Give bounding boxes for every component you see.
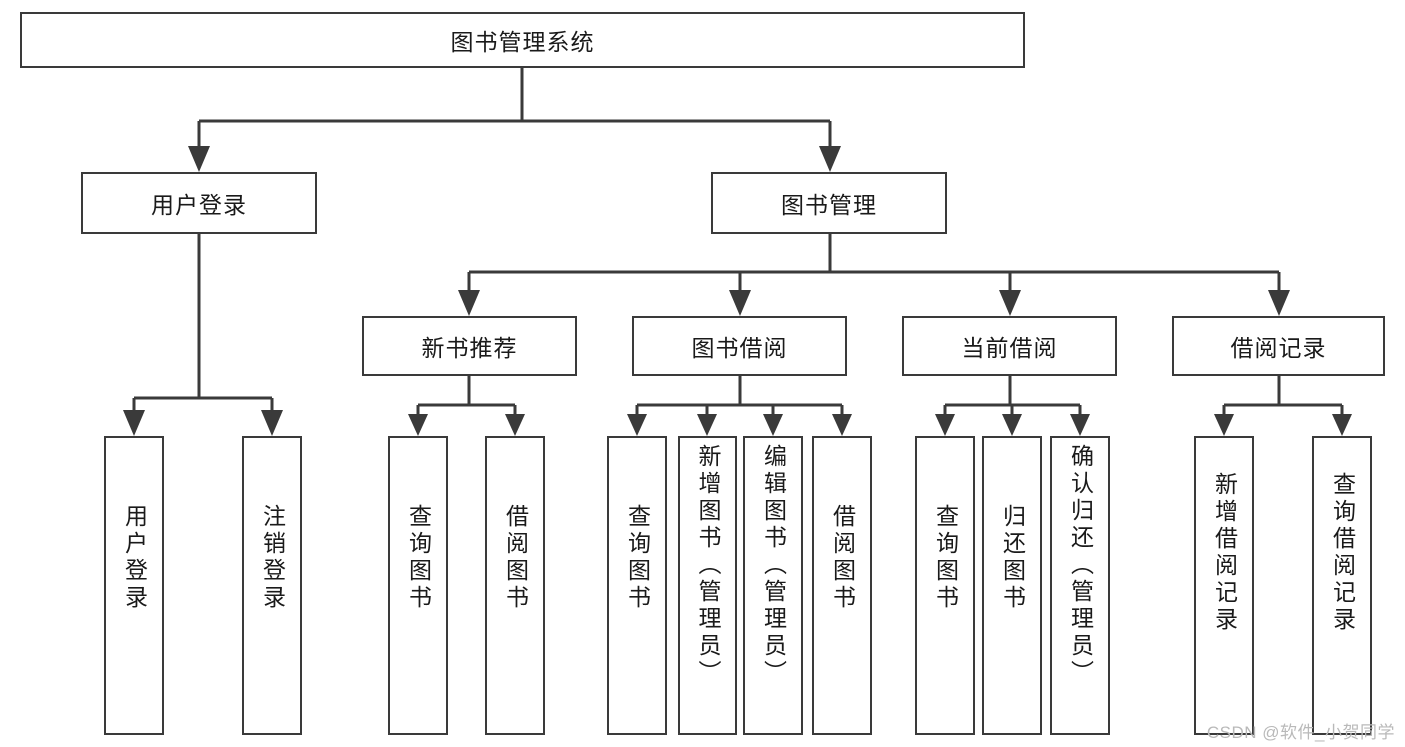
leaf-new-book-query-book[interactable]: 查询图书 xyxy=(388,436,448,735)
node-label: 查询借阅记录 xyxy=(1329,472,1356,634)
node-new-book-recommend[interactable]: 新书推荐 xyxy=(362,316,577,376)
node-label: 新增图书（管理员） xyxy=(695,444,721,687)
node-label: 图书借阅 xyxy=(691,335,788,361)
leaf-user-login-logout[interactable]: 注销登录 xyxy=(242,436,302,735)
node-label: 编辑图书（管理员） xyxy=(760,444,787,687)
node-label: 图书管理 xyxy=(781,192,877,218)
leaf-book-borrow-add-book-admin[interactable]: 新增图书（管理员） xyxy=(678,436,737,735)
node-label: 确认归还（管理员） xyxy=(1067,444,1094,687)
node-label: 注销登录 xyxy=(259,504,286,612)
node-label: 图书管理系统 xyxy=(450,29,595,55)
leaf-borrow-record-add-record[interactable]: 新增借阅记录 xyxy=(1194,436,1254,735)
node-label: 用户登录 xyxy=(121,504,148,612)
node-label: 借阅图书 xyxy=(502,504,529,612)
leaf-current-borrow-query-book[interactable]: 查询图书 xyxy=(915,436,975,735)
node-label: 借阅记录 xyxy=(1230,335,1327,361)
node-user-login[interactable]: 用户登录 xyxy=(81,172,317,234)
node-label: 查询图书 xyxy=(932,504,959,612)
node-label: 当前借阅 xyxy=(961,335,1058,361)
node-label: 用户登录 xyxy=(151,192,247,218)
node-borrow-record[interactable]: 借阅记录 xyxy=(1172,316,1385,376)
node-label: 新书推荐 xyxy=(421,335,518,361)
node-root-book-management-system[interactable]: 图书管理系统 xyxy=(20,12,1025,68)
node-book-borrow[interactable]: 图书借阅 xyxy=(632,316,847,376)
leaf-borrow-record-query-record[interactable]: 查询借阅记录 xyxy=(1312,436,1372,735)
leaf-user-login-login[interactable]: 用户登录 xyxy=(104,436,164,735)
node-current-borrow[interactable]: 当前借阅 xyxy=(902,316,1117,376)
node-label: 新增借阅记录 xyxy=(1211,472,1238,634)
node-label: 查询图书 xyxy=(405,504,432,612)
leaf-new-book-borrow-book[interactable]: 借阅图书 xyxy=(485,436,545,735)
watermark-text: CSDN @软件_小贺同学 xyxy=(1206,723,1395,742)
node-label: 借阅图书 xyxy=(829,504,856,612)
node-label: 归还图书 xyxy=(999,504,1026,612)
leaf-book-borrow-borrow-book[interactable]: 借阅图书 xyxy=(812,436,872,735)
leaf-book-borrow-query-book[interactable]: 查询图书 xyxy=(607,436,667,735)
leaf-current-borrow-return-book[interactable]: 归还图书 xyxy=(982,436,1042,735)
leaf-current-borrow-confirm-return-admin[interactable]: 确认归还（管理员） xyxy=(1050,436,1110,735)
node-book-management[interactable]: 图书管理 xyxy=(711,172,947,234)
node-label: 查询图书 xyxy=(624,504,651,612)
leaf-book-borrow-edit-book-admin[interactable]: 编辑图书（管理员） xyxy=(743,436,803,735)
